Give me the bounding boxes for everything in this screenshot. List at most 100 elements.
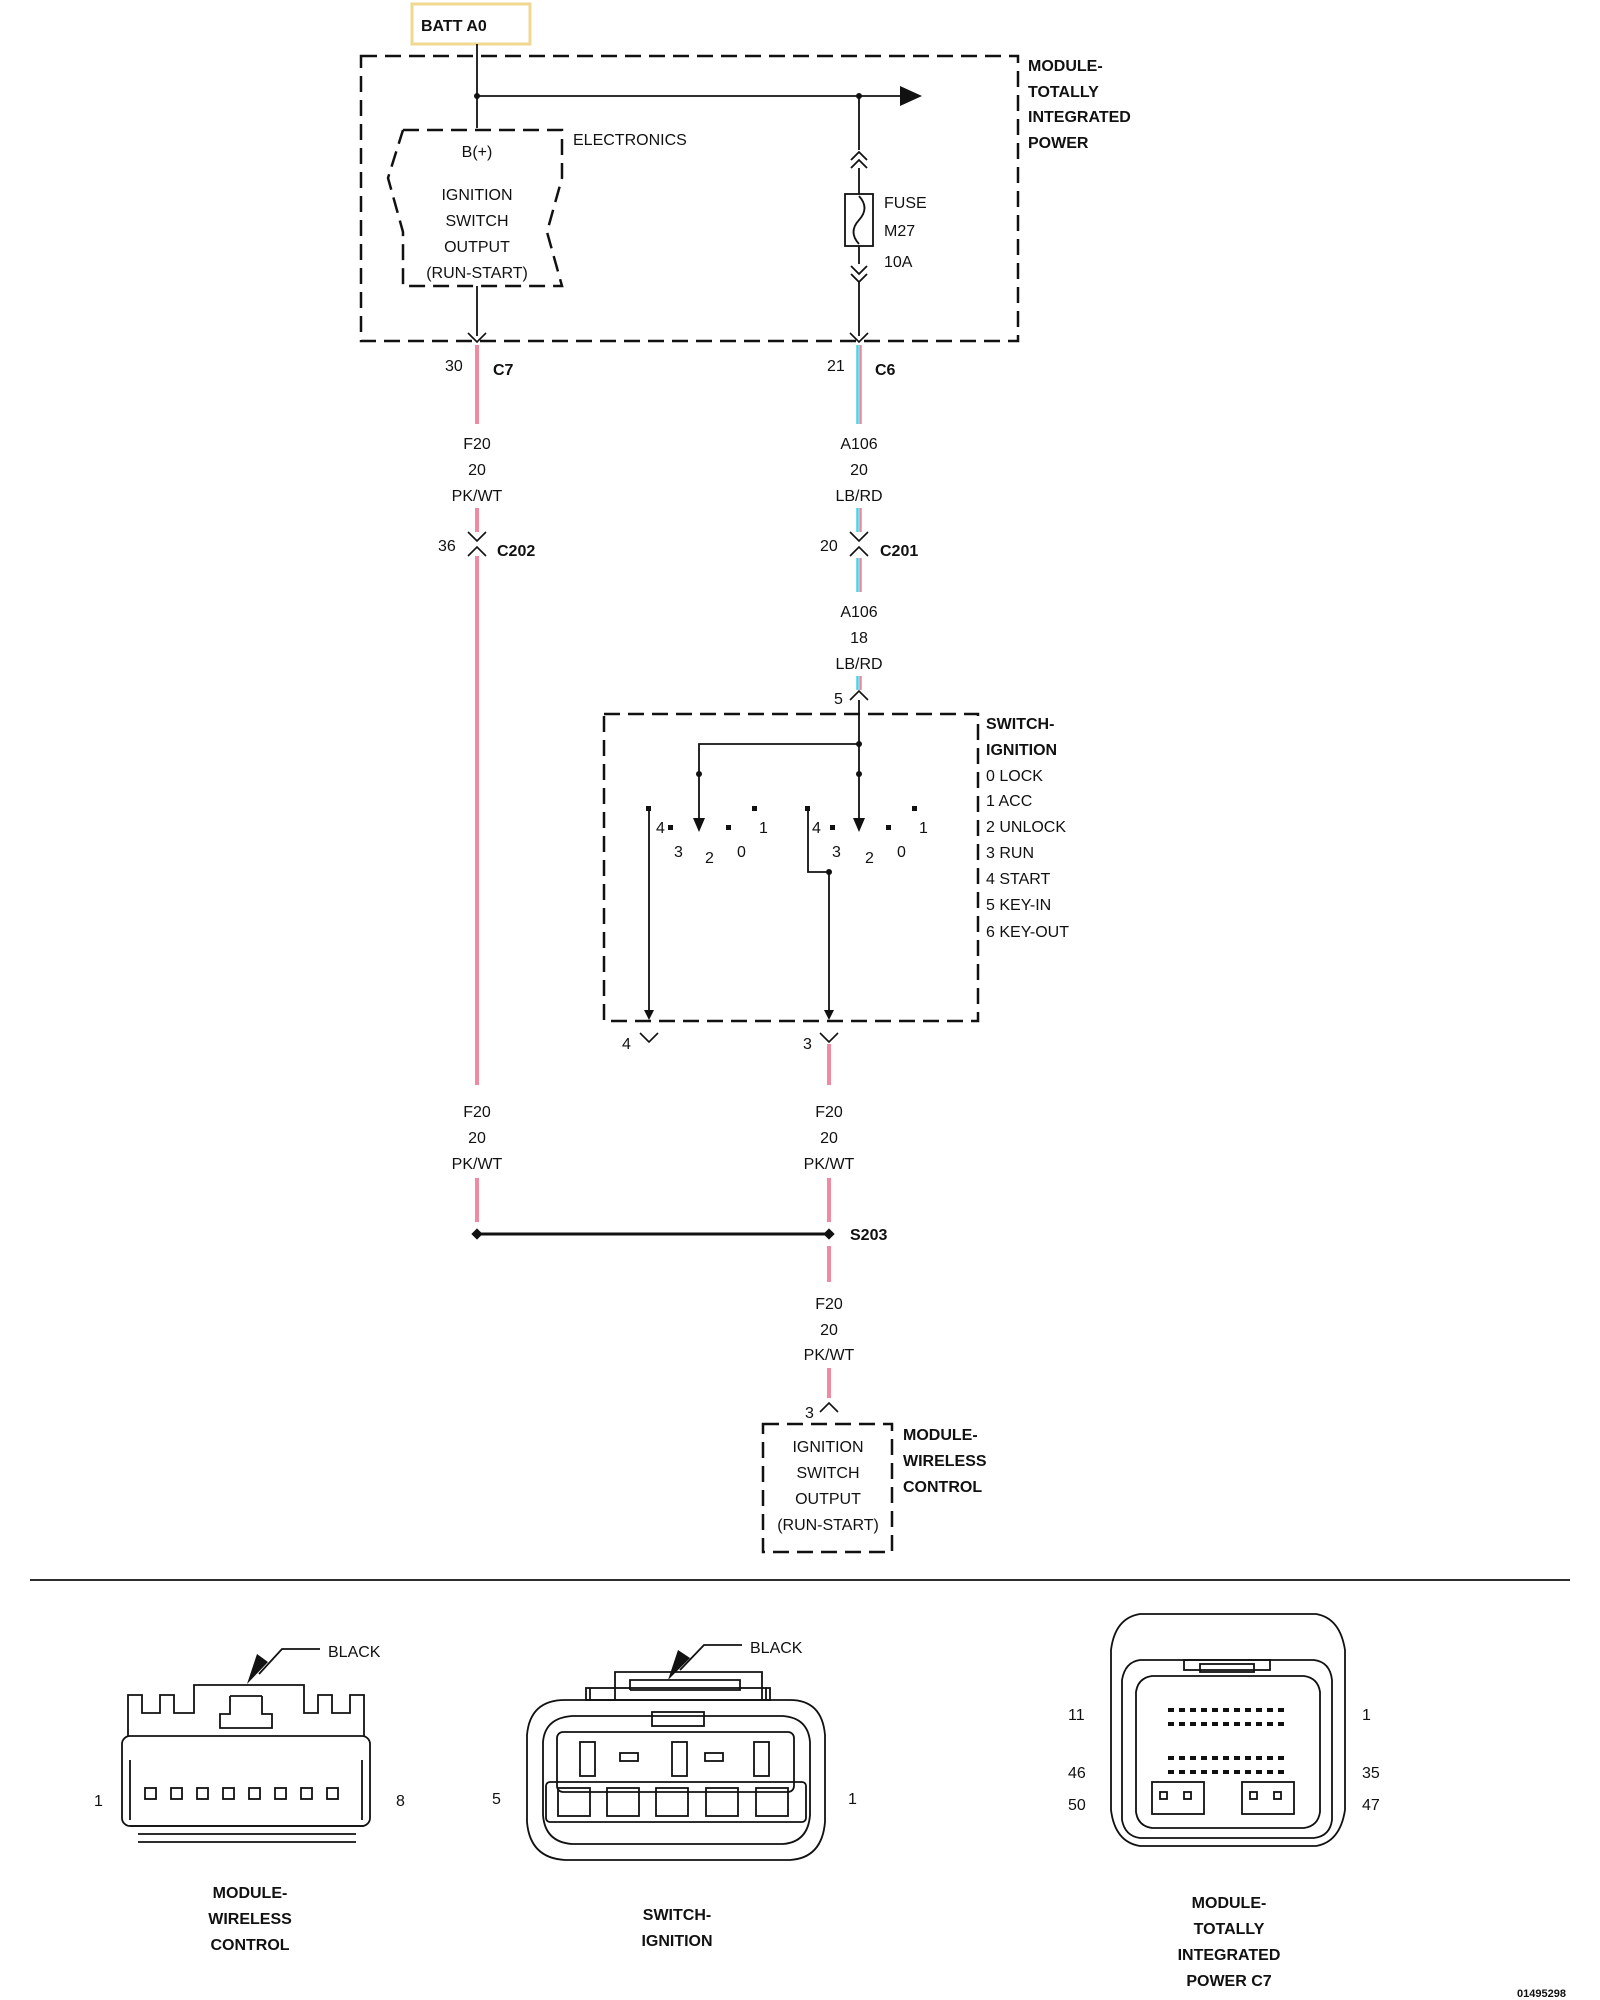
switch-position-6: 6 KEY-OUT bbox=[986, 924, 1069, 941]
wcm-module: IGNITION SWITCH OUTPUT (RUN-START) MODUL… bbox=[761, 1422, 987, 1554]
f20-right-circuit: F20 bbox=[815, 1104, 843, 1121]
c7-pin-row-1 bbox=[1168, 1708, 1284, 1712]
wcm-inner-line-1: IGNITION bbox=[792, 1439, 863, 1456]
c7-pin-cavity bbox=[1267, 1770, 1273, 1774]
switch-position-5: 5 KEY-IN bbox=[986, 897, 1051, 914]
c7-connector-pin-1: 1 bbox=[1362, 1707, 1371, 1724]
c202-female-icon bbox=[467, 545, 487, 557]
fuse-rating: 10A bbox=[884, 254, 913, 271]
c7-pin-cavity bbox=[1245, 1756, 1251, 1760]
splice-s203: S203 bbox=[471, 1227, 887, 1244]
switch-pin5-connector-icon bbox=[849, 689, 869, 701]
c6-pin: 21 bbox=[827, 358, 845, 375]
fuse-id: M27 bbox=[884, 223, 915, 240]
c7-pin-cavity bbox=[1256, 1722, 1262, 1726]
batt-label: BATT A0 bbox=[410, 2, 532, 46]
c7-pin-cavity bbox=[1278, 1770, 1284, 1774]
c7-connector-pin-11: 11 bbox=[1068, 1707, 1085, 1724]
c7-pin-cavity bbox=[1212, 1722, 1218, 1726]
contact-label-r4: 4 bbox=[812, 820, 821, 837]
c7-pin-cavity bbox=[1190, 1770, 1196, 1774]
wcm-connector-pin-right: 8 bbox=[396, 1793, 405, 1810]
tipm-c7-connector-view: 11 1 46 35 50 47 MODULE- TOTALLY INTEGRA… bbox=[1068, 1613, 1380, 1990]
c201-name: C201 bbox=[880, 543, 918, 560]
tipm-inner-line-2: IGNITION bbox=[441, 187, 512, 204]
c7-pin-cavity bbox=[1234, 1770, 1240, 1774]
c201-male-icon bbox=[849, 531, 869, 543]
c7-pin-cavity bbox=[1179, 1770, 1185, 1774]
c7-pin-cavity bbox=[1201, 1770, 1207, 1774]
c202-male-icon bbox=[467, 531, 487, 543]
c7-pin-cavity bbox=[1190, 1756, 1196, 1760]
tipm-inner-line-5: (RUN-START) bbox=[426, 265, 528, 282]
tipm-title-4: POWER bbox=[1028, 135, 1089, 152]
f20-left-color: PK/WT bbox=[452, 1156, 503, 1173]
ignition-switch: SWITCH- IGNITION 0 LOCK 1 ACC 2 UNLOCK 3… bbox=[602, 700, 1069, 1023]
wcm-inner-line-2: SWITCH bbox=[796, 1465, 859, 1482]
c7-pin-cavity bbox=[1267, 1756, 1273, 1760]
c7-pin-cavity bbox=[1212, 1770, 1218, 1774]
wcm-title-1: MODULE- bbox=[903, 1427, 978, 1444]
contact-label-l4: 4 bbox=[656, 820, 665, 837]
ignition-connector-color: BLACK bbox=[750, 1640, 803, 1657]
c202-pin: 36 bbox=[438, 538, 456, 555]
f20-left-gauge: 20 bbox=[468, 1130, 486, 1147]
c7-pin-cavity bbox=[1212, 1708, 1218, 1712]
switch-pin-out-right: 3 bbox=[803, 1036, 812, 1053]
electronics-box bbox=[386, 128, 564, 288]
wcm-connector-title-2: WIRELESS bbox=[208, 1911, 292, 1928]
a106-top-gauge: 20 bbox=[850, 462, 868, 479]
c7-pin-cavity bbox=[1278, 1722, 1284, 1726]
f20-bottom-circuit: F20 bbox=[815, 1296, 843, 1313]
c7-connector-title-3: INTEGRATED bbox=[1178, 1947, 1281, 1964]
bus-arrow-icon bbox=[900, 86, 922, 106]
wcm-connector-view: BLACK 1 8 MODULE- WIRELESS CONTROL bbox=[94, 1644, 405, 1954]
f20-bottom-gauge: 20 bbox=[820, 1322, 838, 1339]
c7-pin-cavity bbox=[1212, 1756, 1218, 1760]
contact-label-l1: 1 bbox=[759, 820, 768, 837]
switch-pin3-connector-icon bbox=[819, 1032, 839, 1044]
wcm-title-3: CONTROL bbox=[903, 1479, 982, 1496]
c7-pin-cavity bbox=[1245, 1770, 1251, 1774]
c7-pin-cavity bbox=[1245, 1722, 1251, 1726]
tipm-title-3: INTEGRATED bbox=[1028, 109, 1131, 126]
c7-pin-cavity bbox=[1223, 1756, 1229, 1760]
c7-connector-pin-50: 50 bbox=[1068, 1797, 1086, 1814]
c7-pin-cavity bbox=[1267, 1722, 1273, 1726]
c202-name: C202 bbox=[497, 543, 535, 560]
switch-position-1: 1 ACC bbox=[986, 793, 1032, 810]
c6-connector-icon bbox=[849, 332, 869, 344]
wcm-pin: 3 bbox=[805, 1405, 814, 1422]
tipm-module: MODULE- TOTALLY INTEGRATED POWER ELECTRO… bbox=[359, 54, 1131, 343]
contact-label-r2: 2 bbox=[865, 850, 874, 867]
f20-left-circuit: F20 bbox=[463, 1104, 491, 1121]
c7-pin-cavity bbox=[1168, 1708, 1174, 1712]
fuse-label: FUSE bbox=[884, 195, 927, 212]
c7-pin-cavity bbox=[1190, 1722, 1196, 1726]
tipm-inner-line-4: OUTPUT bbox=[444, 239, 510, 256]
c7-pin: 30 bbox=[445, 358, 463, 375]
contact-label-l3: 3 bbox=[674, 844, 683, 861]
ignition-connector-view: BLACK 5 1 SWITCH- IGNITION bbox=[492, 1640, 857, 1950]
switch-pin4-connector-icon bbox=[639, 1032, 659, 1044]
c7-pin-cavity bbox=[1168, 1770, 1174, 1774]
f20-top-circuit: F20 bbox=[463, 436, 491, 453]
c7-pin-cavity bbox=[1179, 1722, 1185, 1726]
f20-top-gauge: 20 bbox=[468, 462, 486, 479]
tipm-title-1: MODULE- bbox=[1028, 58, 1103, 75]
c7-pin-row-3 bbox=[1168, 1756, 1284, 1760]
c7-pin-cavity bbox=[1190, 1708, 1196, 1712]
wcm-connector-color: BLACK bbox=[328, 1644, 381, 1661]
c7-pin-cavity bbox=[1168, 1756, 1174, 1760]
c7-pin-cavity bbox=[1234, 1756, 1240, 1760]
a106-mid-circuit: A106 bbox=[840, 604, 877, 621]
c7-pin-row-4 bbox=[1168, 1770, 1284, 1774]
figure-id: 01495298 bbox=[1517, 1988, 1566, 2000]
f20-top-color: PK/WT bbox=[452, 488, 503, 505]
wcm-connector-pin-left: 1 bbox=[94, 1793, 103, 1810]
splice-name: S203 bbox=[850, 1227, 887, 1244]
c7-connector-title-4: POWER C7 bbox=[1186, 1973, 1271, 1990]
a106-top-color: LB/RD bbox=[835, 488, 882, 505]
wcm-connector-title-1: MODULE- bbox=[213, 1885, 288, 1902]
c201-female-icon bbox=[849, 545, 869, 557]
